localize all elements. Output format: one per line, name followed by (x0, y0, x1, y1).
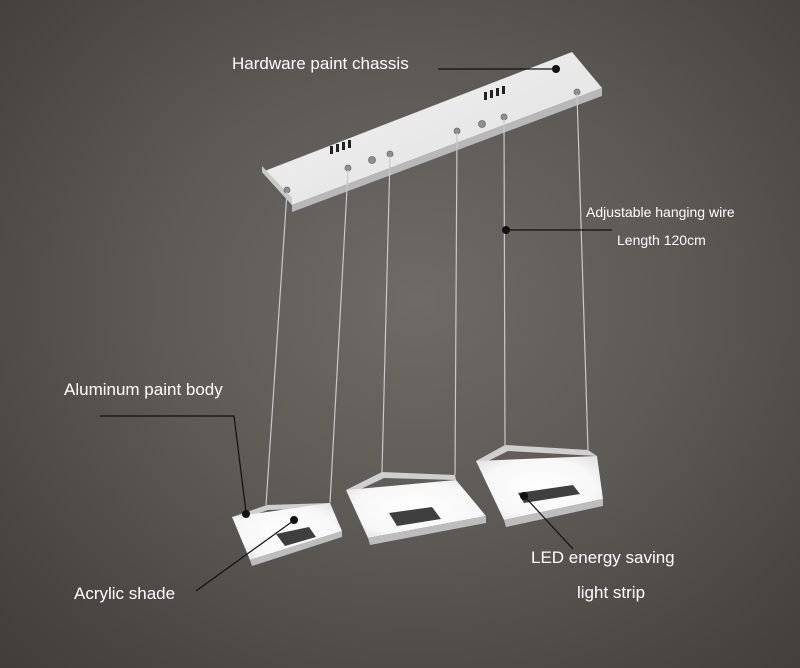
chassis-front-face (262, 166, 292, 205)
hanging-wires (265, 93, 589, 506)
chassis-vents (330, 86, 505, 154)
lamp-shade-middle (346, 472, 486, 545)
leader-lines (100, 68, 612, 592)
label-hardware-paint-chassis: Hardware paint chassis (232, 54, 409, 73)
lamp-right-inner-cutout (518, 485, 580, 503)
ceiling-chassis (262, 52, 602, 212)
leader-led (524, 496, 574, 550)
dot-body (242, 510, 250, 518)
label-aluminum-paint-body: Aluminum paint body (64, 380, 223, 399)
lamp-middle-glow-face (346, 480, 486, 538)
lamp-right-glow-face (476, 456, 603, 520)
lamp-middle-inner-cutout (389, 507, 441, 526)
label-light-strip: light strip (577, 583, 646, 602)
lamp-shade-right (476, 445, 603, 527)
dot-chassis (552, 65, 560, 73)
dot-led (520, 492, 528, 500)
chassis-top-face (262, 52, 602, 205)
lamp-left-inner-cutout (276, 527, 316, 546)
leader-acrylic (195, 520, 294, 592)
dot-wire (502, 226, 510, 234)
chassis-screws (283, 65, 581, 194)
label-adjustable-hanging-wire: Adjustable hanging wire (586, 204, 735, 220)
label-led-energy-saving: LED energy saving (531, 548, 675, 567)
label-acrylic-shade: Acrylic shade (74, 584, 176, 603)
leader-dots (242, 65, 560, 524)
label-wire-length: Length 120cm (617, 232, 706, 248)
dot-acrylic (290, 516, 298, 524)
chassis-side-face (292, 88, 602, 212)
leader-body (100, 415, 247, 513)
